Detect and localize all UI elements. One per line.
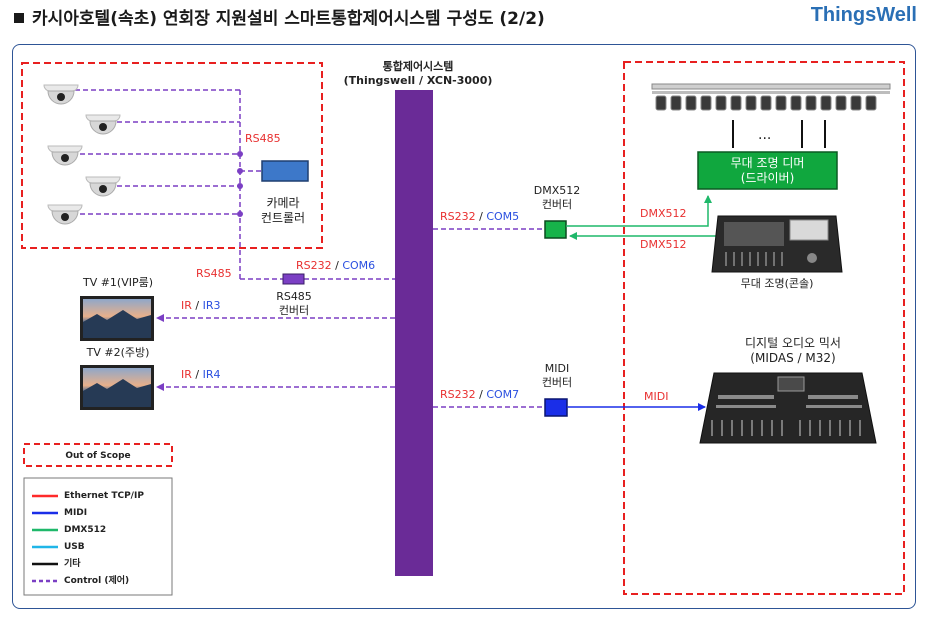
dmx-rs232-text: RS232: [440, 210, 476, 223]
dmx-to-dimmer-line: [566, 195, 712, 227]
diagram-frame: [12, 44, 916, 609]
legend-swatches: [32, 494, 58, 583]
system-model-text: (Thingswell / XCN-3000): [343, 74, 493, 87]
camera-junction-dots: [237, 151, 243, 217]
tv1-ir3-text: IR3: [202, 299, 221, 312]
stage-light-truss-icon: [651, 83, 891, 111]
system-title: 통합제어시스템 (Thingswell / XCN-3000): [338, 60, 498, 88]
tv1-sep-text: /: [191, 299, 203, 312]
console-label: 무대 조명(콘솔): [740, 277, 814, 290]
dome-camera-icon: [85, 114, 121, 135]
rs485-converter-box: [282, 273, 305, 285]
dmx-com5-text: COM5: [486, 210, 520, 223]
tv2-label: TV #2(주방): [86, 346, 150, 359]
dome-camera-icon: [47, 204, 83, 225]
dome-camera-icon: [85, 176, 121, 197]
legend-item-label: MIDI: [64, 508, 88, 518]
stage-scope-box: [623, 61, 905, 595]
legend-item-label: DMX512: [64, 525, 107, 535]
dome-camera-icon: [47, 145, 83, 166]
dimmer-box: [697, 151, 838, 190]
midi-converter-label: MIDI 컨버터: [541, 362, 573, 389]
tv2-ir-text: IR: [181, 368, 192, 381]
tv1-ir-text: IR: [181, 299, 192, 312]
dmx-com5-label: RS232 / COM5: [440, 210, 519, 224]
dimmer-label: 무대 조명 디머 (드라이버): [730, 156, 805, 185]
tv-kitchen-icon: [80, 365, 154, 410]
midi-converter-box: [544, 398, 568, 417]
tv2-ir-label: IR / IR4: [181, 368, 220, 382]
tv-vip-icon: [80, 296, 154, 341]
audio-mixer-icon: [699, 372, 877, 444]
page-title-text: 카시아호텔(속초) 연회장 지원설비 스마트통합제어시스템 구성도 (2/2): [32, 9, 545, 29]
camera-control-lines: [75, 89, 395, 280]
mixer-label: 디지털 오디오 믹서 (MIDAS / M32): [745, 336, 841, 365]
legend-box: [23, 477, 173, 596]
camera-rs485-label: RS485: [245, 132, 281, 145]
midi-com7-label: RS232 / COM7: [440, 388, 519, 402]
legend-item-label: USB: [64, 542, 85, 552]
page-title: 카시아호텔(속초) 연회장 지원설비 스마트통합제어시스템 구성도 (2/2): [14, 4, 545, 29]
legend-item-label: Ethernet TCP/IP: [64, 491, 144, 501]
dmx-sep-text: /: [475, 210, 487, 223]
rs485-in-label: RS485: [196, 267, 232, 280]
dome-camera-icon: [43, 84, 79, 105]
camera-controller-label: 카메라 컨트롤러: [260, 196, 306, 225]
light-ellipsis: ...: [758, 127, 772, 143]
midi-rs232-text: RS232: [440, 388, 476, 401]
out-of-scope-label: Out of Scope: [65, 451, 131, 461]
legend-item-label: Control (제어): [64, 576, 130, 586]
midi-com7-text: COM7: [486, 388, 520, 401]
tv1-label: TV #1(VIP룸): [82, 276, 154, 289]
lighting-console-icon: [711, 215, 843, 273]
rs485-sep-text: /: [331, 259, 343, 272]
camera-scope-box: [21, 62, 323, 249]
rs485-com6-text: COM6: [342, 259, 376, 272]
dmx-converter-label: DMX512 컨버터: [533, 184, 581, 211]
legend-scope-box: [23, 443, 173, 467]
control-system-bar: [395, 90, 433, 576]
rs485-converter-label: RS485 컨버터: [276, 290, 312, 317]
rs485-rs232-text: RS232: [296, 259, 332, 272]
midi-out-label: MIDI: [644, 390, 669, 403]
dmx-from-console-label: DMX512: [640, 238, 687, 251]
dimmer-feed-lines: [732, 120, 826, 148]
brand-logo: ThingsWell: [810, 4, 917, 26]
legend-item-label: 기타: [64, 559, 81, 569]
rs485-com6-label: RS232 / COM6: [296, 259, 375, 273]
midi-sep-text: /: [475, 388, 487, 401]
tv2-sep-text: /: [191, 368, 203, 381]
dmx-to-dimmer-label: DMX512: [640, 207, 687, 220]
tv1-ir-label: IR / IR3: [181, 299, 220, 313]
dmx-converter-box: [544, 220, 567, 239]
system-title-text: 통합제어시스템: [382, 60, 454, 73]
camera-controller-box: [261, 160, 309, 182]
tv2-ir4-text: IR4: [202, 368, 221, 381]
bullet-square-icon: [14, 13, 24, 23]
